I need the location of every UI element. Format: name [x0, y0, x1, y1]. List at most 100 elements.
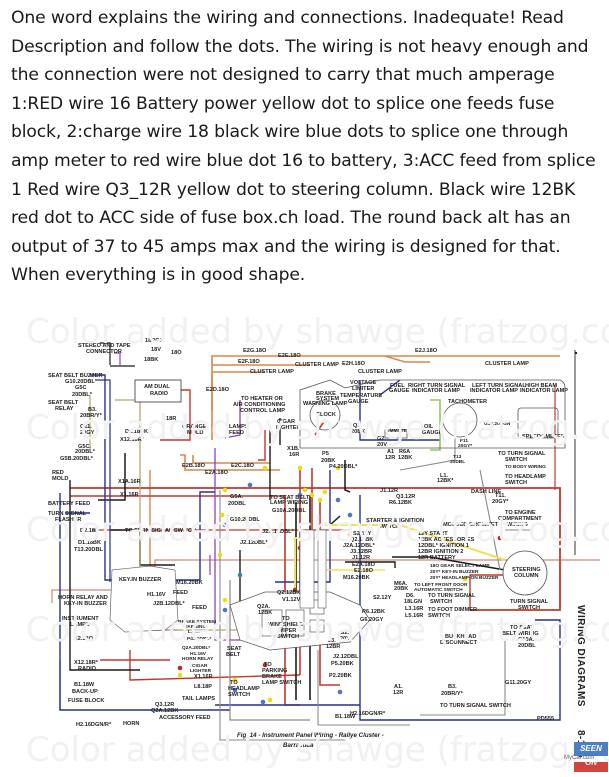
- label-d1: D1.18BK: [125, 429, 148, 435]
- label-temp-2: GAUGE: [348, 399, 369, 405]
- label-g10a: G10A.20DBL: [272, 508, 306, 514]
- label-to-turn-switch: TO TURN SIGNAL SWITCH: [125, 528, 196, 534]
- label-to-headlamp-1: TO HEADLAMP: [505, 474, 546, 480]
- label-starter-1: STARTER & IGNITION: [366, 518, 424, 524]
- label-g6: G6.20GY: [360, 617, 384, 623]
- wire-black: [345, 561, 396, 568]
- label-m16b: M16.20BK: [176, 580, 203, 586]
- label-g10-20dgn: G10.20DGN: [484, 421, 511, 427]
- label-a1b: A1.: [394, 684, 403, 690]
- label-sw-ign1: 12DBL* IGNITION 1: [418, 543, 469, 549]
- label-oil-gauge-2: GAUGE: [422, 430, 443, 436]
- label-ammeter: AMMETER: [386, 428, 411, 434]
- label-horn-relay-3: HORN RELAY: [182, 656, 214, 662]
- wire-black: [69, 480, 140, 671]
- wire-black: [329, 515, 341, 526]
- label-heater-2: AIR CONDITIONING: [233, 402, 286, 408]
- splice-dot-blue: [247, 482, 253, 488]
- label-seat-belt-buzzer: SEAT BELT BUZZER: [48, 373, 102, 379]
- label-engine-2: COMPARTMENT: [498, 516, 542, 522]
- label-foot-dimmer-1: TO FOOT DIMMER: [428, 607, 477, 613]
- label-l5: L5.16R: [405, 613, 423, 619]
- label-g10a-2: G10A.: [518, 637, 535, 643]
- label-g5c-b: 20DBL*: [72, 392, 93, 398]
- label-seat-belt-relay-1: SEAT BELT: [48, 400, 79, 406]
- wire-orange: [192, 455, 270, 464]
- figure-caption-2: Barracuda: [283, 742, 314, 749]
- wire-purple: [114, 352, 121, 365]
- label-p4: P4.20DBL*: [329, 464, 358, 470]
- label-brake-sys-3: LAMP: [188, 629, 202, 635]
- label-instrument-2: LAMPS: [70, 622, 90, 628]
- post-text: One word explains the wiring and connect…: [11, 4, 603, 290]
- label-t13: T13.20DBL: [74, 547, 103, 553]
- splice-dot-red: [292, 587, 298, 593]
- label-high-beam-1: HIGH BEAM: [525, 383, 557, 389]
- label-sw-ign2: 12BR IGNITION 2: [418, 549, 463, 555]
- label-t13b: T13: [453, 454, 462, 460]
- splice-dot-yellow: [267, 697, 273, 703]
- label-f11-b: 20GY*: [458, 443, 472, 449]
- label-speedometer: SPEEDOMETER: [522, 434, 565, 440]
- label-m6a: M6A.: [394, 581, 408, 587]
- label-gear-select: 18O GEAR SELECT LAMP: [430, 563, 490, 569]
- wire-blue: [359, 380, 440, 441]
- splice-dot-red: [497, 535, 503, 541]
- splice-dot-yellow: [177, 672, 183, 678]
- label-j3: J3.12BR: [350, 549, 372, 555]
- splice-dot-yellow: [244, 515, 250, 521]
- label-turn-flasher-1: TURN SIGNAL: [48, 511, 87, 517]
- wire-black: [392, 556, 506, 571]
- label-w-18o: 18O: [171, 350, 182, 356]
- label-q2a: Q2A.20DBL*: [182, 645, 210, 651]
- label-fuse-block: FUSE BLOCK: [68, 698, 104, 704]
- wire-black: [344, 460, 351, 493]
- label-to-seat-1: TO SEAT: [510, 625, 534, 631]
- label-horn-relay-2: KEY-IN BUZZER: [64, 601, 107, 607]
- wire-red: [129, 650, 301, 681]
- post-paragraph: When everything is in good shape.: [11, 265, 306, 286]
- label-j3b-b: 12BR: [326, 644, 340, 650]
- wire-labels: STEREO AND TAPECONNECTOR18DGN18V18BK18OA…: [48, 338, 568, 728]
- label-brake-warn-1: BRAKE: [316, 391, 336, 397]
- label-e2g: E2G.18O: [243, 348, 267, 354]
- label-clock: CLOCK: [316, 412, 336, 418]
- label-feed: FEED: [173, 590, 188, 596]
- wiring-diagram: Color added by shawge (fratzog.com) Colo…: [0, 312, 609, 773]
- label-q3b: Q3.12R: [155, 702, 174, 708]
- label-j2a2: J2A.12DBL*: [343, 543, 376, 549]
- splice-dot-yellow: [309, 492, 315, 498]
- post-paragraph: One word explains the wiring and connect…: [11, 8, 596, 257]
- label-x12b: X12.18R*: [74, 660, 99, 666]
- label-horn: HORN: [123, 721, 139, 727]
- label-g2-2b: 20V: [340, 636, 350, 642]
- tachometer-gauge: [442, 402, 478, 438]
- wire-gray: [317, 650, 410, 726]
- label-brake-warn-2: SYSTEM: [316, 396, 339, 402]
- splice-dot-yellow: [347, 532, 353, 538]
- label-r6a-b: 12BK: [398, 455, 412, 461]
- label-seat-lamp-1: TO SEAT BELT: [270, 495, 310, 501]
- label-bulkhead-1: BULKHEAD: [445, 634, 476, 640]
- label-g11: G11.: [80, 424, 92, 430]
- label-fuel-2: GAUGE: [389, 388, 410, 394]
- label-e2a2: E2A.18O: [352, 562, 376, 568]
- label-a1-b: 12R: [385, 455, 395, 461]
- steering-column: [502, 550, 548, 596]
- label-q2a-2: Q2A.: [257, 604, 271, 610]
- label-dash-line: DASH LINE: [471, 489, 501, 495]
- label-w-18bk: 18BK: [144, 357, 158, 363]
- label-x1: X1.16R: [120, 492, 139, 498]
- label-wiper-3: WIPER: [278, 628, 296, 634]
- splice-dot-yellow: [262, 465, 268, 471]
- label-q2: Q2.12BK: [350, 537, 373, 543]
- label-e2f: E2F.18O: [238, 359, 260, 365]
- label-g10: G10.20DBL: [65, 379, 95, 385]
- wire-gray: [219, 490, 345, 741]
- label-accessory-feed: ACCESSORY FEED: [159, 715, 211, 721]
- wiring-schematic: STEREO AND TAPECONNECTOR18DGN18V18BK18OA…: [48, 338, 600, 758]
- label-p4b: P4.20DBL*: [187, 636, 211, 642]
- label-h1: H1.16V: [147, 592, 166, 598]
- label-g11b: G11.20GY: [505, 680, 531, 686]
- label-sw-start: 12Y START: [418, 531, 448, 537]
